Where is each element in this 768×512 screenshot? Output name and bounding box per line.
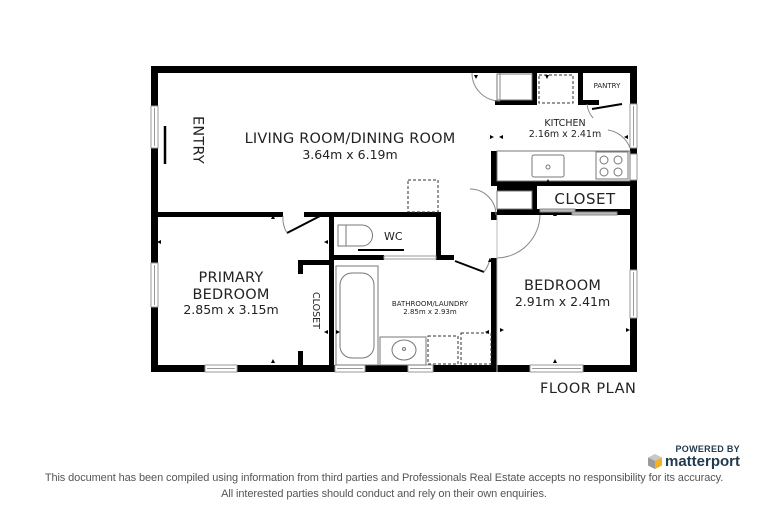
primary-bedroom-name-1: PRIMARY xyxy=(198,270,264,286)
fixtures xyxy=(335,73,631,366)
interior-walls xyxy=(151,73,637,372)
primary-bedroom-label: PRIMARY BEDROOM 2.85m x 3.15m xyxy=(166,270,296,318)
pantry-label: PANTRY xyxy=(593,82,621,90)
floor-plan-title: FLOOR PLAN xyxy=(540,381,637,397)
primary-closet-label: CLOSET xyxy=(309,292,321,329)
primary-bedroom-dimensions: 2.85m x 3.15m xyxy=(183,302,279,318)
powered-by-text: POWERED BY xyxy=(675,444,740,454)
matterport-logo: matterport xyxy=(647,453,740,470)
kitchen-label: KITCHEN 2.16m x 2.41m xyxy=(510,118,620,141)
hall-closet-label: CLOSET xyxy=(554,190,616,208)
markers xyxy=(157,75,630,363)
doors xyxy=(163,72,631,372)
exterior-walls xyxy=(151,66,637,372)
primary-bedroom-name-2: BEDROOM xyxy=(192,286,270,303)
matterport-branding: POWERED BY matterport xyxy=(640,444,740,473)
bathroom-label: BATHROOM/LAUNDRY 2.85m x 2.93m xyxy=(380,300,480,316)
entry-label: ENTRY xyxy=(189,116,206,164)
matterport-cube-icon xyxy=(647,454,662,469)
disclaimer-line-2: All interested parties should conduct an… xyxy=(221,488,547,500)
living-room-name: LIVING ROOM/DINING ROOM xyxy=(244,131,456,147)
wc-label: WC xyxy=(384,230,403,243)
windows xyxy=(150,103,638,373)
disclaimer: This document has been compiled using in… xyxy=(0,470,768,502)
bathroom-dimensions: 2.85m x 2.93m xyxy=(403,308,457,317)
bedroom-name: BEDROOM xyxy=(523,278,602,294)
bathroom-name: BATHROOM/LAUNDRY xyxy=(391,300,469,308)
disclaimer-line-1: This document has been compiled using in… xyxy=(44,472,724,484)
bedroom-dimensions: 2.91m x 2.41m xyxy=(514,293,611,309)
matterport-wordmark: matterport xyxy=(664,453,740,470)
living-room-dimensions: 3.64m x 6.19m xyxy=(302,146,398,162)
kitchen-name: KITCHEN xyxy=(544,118,586,129)
living-room-label: LIVING ROOM/DINING ROOM 3.64m x 6.19m xyxy=(230,131,470,162)
bedroom-label: BEDROOM 2.91m x 2.41m xyxy=(500,278,625,309)
kitchen-dimensions: 2.16m x 2.41m xyxy=(528,128,602,140)
